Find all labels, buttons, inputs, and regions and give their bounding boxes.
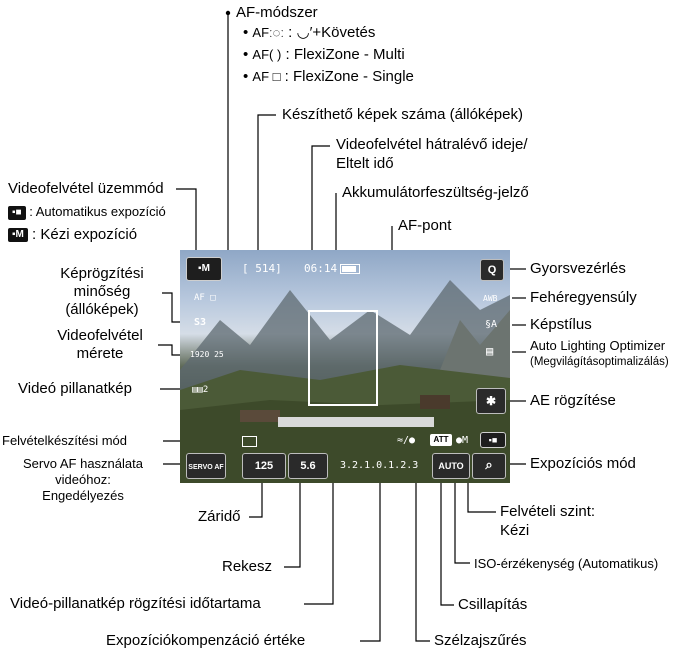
label-snapshot-length: Videó-pillanatkép rögzítési időtartama bbox=[10, 595, 261, 612]
label-white-balance: Fehéregyensúly bbox=[530, 289, 637, 306]
alo-indicator: ▤ bbox=[486, 344, 494, 358]
movie-time-value: 06:14 bbox=[304, 262, 338, 275]
line-shutter bbox=[249, 483, 263, 518]
picture-style-indicator: §A bbox=[485, 319, 498, 330]
line-expcomp bbox=[360, 470, 381, 642]
label-movie-mode: Videofelvétel üzemmód bbox=[8, 180, 164, 197]
ae-lock-button[interactable]: ✱ bbox=[476, 388, 506, 414]
label-aperture: Rekesz bbox=[222, 558, 273, 575]
line-movie-time bbox=[311, 145, 330, 250]
af-point-frame bbox=[308, 310, 378, 406]
line-aperture bbox=[284, 483, 301, 568]
label-af-point: AF-pont bbox=[398, 217, 452, 234]
af-item-1: • AFː◌ː : ◡′+Követés bbox=[243, 24, 376, 41]
iso-button[interactable]: AUTO bbox=[432, 453, 470, 479]
label-rec-level-1: Felvételi szint: bbox=[500, 503, 596, 520]
label-quality: Képrögzítési minőség (állóképek) bbox=[60, 265, 144, 318]
line-wind bbox=[415, 443, 430, 642]
af-item-3: • AF □ : FlexiZone - Single bbox=[243, 68, 414, 85]
movie-mode-manual: ▪M : Kézi expozíció bbox=[8, 226, 137, 244]
label-ae-lock: AE rögzítése bbox=[530, 392, 616, 409]
line-movie-mode bbox=[176, 188, 197, 250]
exposure-scale: 3.2.1.0.1.2.3 bbox=[340, 460, 419, 471]
line-snaplen bbox=[304, 428, 334, 605]
label-picture-style: Képstílus bbox=[530, 316, 592, 333]
quick-control-button[interactable]: Q bbox=[480, 259, 504, 281]
movie-mode-auto: ▪■ : Automatikus expozíció bbox=[8, 204, 166, 220]
wind-filter-icon: ≈/● bbox=[397, 435, 416, 446]
camera-live-view: ▪M [ 514] 06:14 Q AF □ S3 1920 25 ▤▤2 AW… bbox=[180, 250, 510, 483]
magnify-button[interactable]: ⌕ bbox=[472, 453, 506, 479]
label-drive-mode: Felvételkészítési mód bbox=[2, 433, 127, 448]
attenuator-icon: ATT bbox=[430, 434, 452, 446]
shots-remaining-value: [ 514] bbox=[242, 262, 282, 275]
quality-indicator: S3 bbox=[194, 317, 207, 328]
label-movie-time-2: Eltelt idő bbox=[336, 155, 394, 172]
label-shutter: Záridő bbox=[198, 508, 241, 525]
line-iso bbox=[454, 470, 470, 564]
label-exp-comp: Expozíciókompenzáció értéke bbox=[106, 632, 306, 649]
label-quick-control: Gyorsvezérlés bbox=[530, 260, 626, 277]
label-shots-remaining: Készíthető képek száma (állóképek) bbox=[282, 106, 523, 123]
exposure-mode-icon: ▪■ bbox=[480, 432, 506, 448]
recording-level-icon: ●M bbox=[456, 435, 469, 446]
movie-size-indicator: 1920 25 bbox=[190, 350, 224, 359]
aperture-button[interactable]: 5.6 bbox=[288, 453, 328, 479]
af-item-2: • AF( ) : FlexiZone - Multi bbox=[243, 46, 405, 63]
label-alo-2: (Megvilágításoptimalizálás) bbox=[530, 356, 669, 368]
line-att bbox=[440, 443, 454, 606]
label-iso: ISO-érzékenység (Automatikus) bbox=[474, 556, 659, 571]
label-battery: Akkumulátorfeszültség-jelző bbox=[342, 184, 529, 201]
af-mode-indicator: AF □ bbox=[194, 293, 216, 303]
label-servo-af: Servo AF használata videóhoz: Engedélyez… bbox=[23, 456, 143, 503]
battery-icon bbox=[340, 264, 360, 274]
label-alo-1: Auto Lighting Optimizer bbox=[530, 338, 666, 353]
label-exposure-mode: Expozíciós mód bbox=[530, 455, 636, 472]
label-video-snapshot: Videó pillanatkép bbox=[18, 380, 132, 397]
label-rec-level-2: Kézi bbox=[500, 522, 530, 539]
label-movie-time-1: Videofelvétel hátralévő ideje/ bbox=[336, 136, 528, 153]
servo-af-button[interactable]: SERVO AF bbox=[186, 453, 226, 479]
movie-mode-icon: ▪M bbox=[186, 257, 222, 281]
video-snapshot-indicator: ▤▤2 bbox=[192, 385, 209, 395]
white-balance-indicator: AWB bbox=[483, 294, 498, 303]
label-af-method: AF-módszer bbox=[236, 4, 318, 21]
shutter-speed-button[interactable]: 125 bbox=[242, 453, 286, 479]
label-attenuator: Csillapítás bbox=[458, 596, 528, 613]
label-movie-size: Videofelvétel mérete bbox=[57, 327, 143, 362]
drive-mode-icon bbox=[242, 436, 257, 447]
line-shots bbox=[257, 114, 276, 250]
snapshot-progress-bar bbox=[278, 417, 434, 427]
label-wind-filter: Szélzajszűrés bbox=[434, 632, 527, 649]
